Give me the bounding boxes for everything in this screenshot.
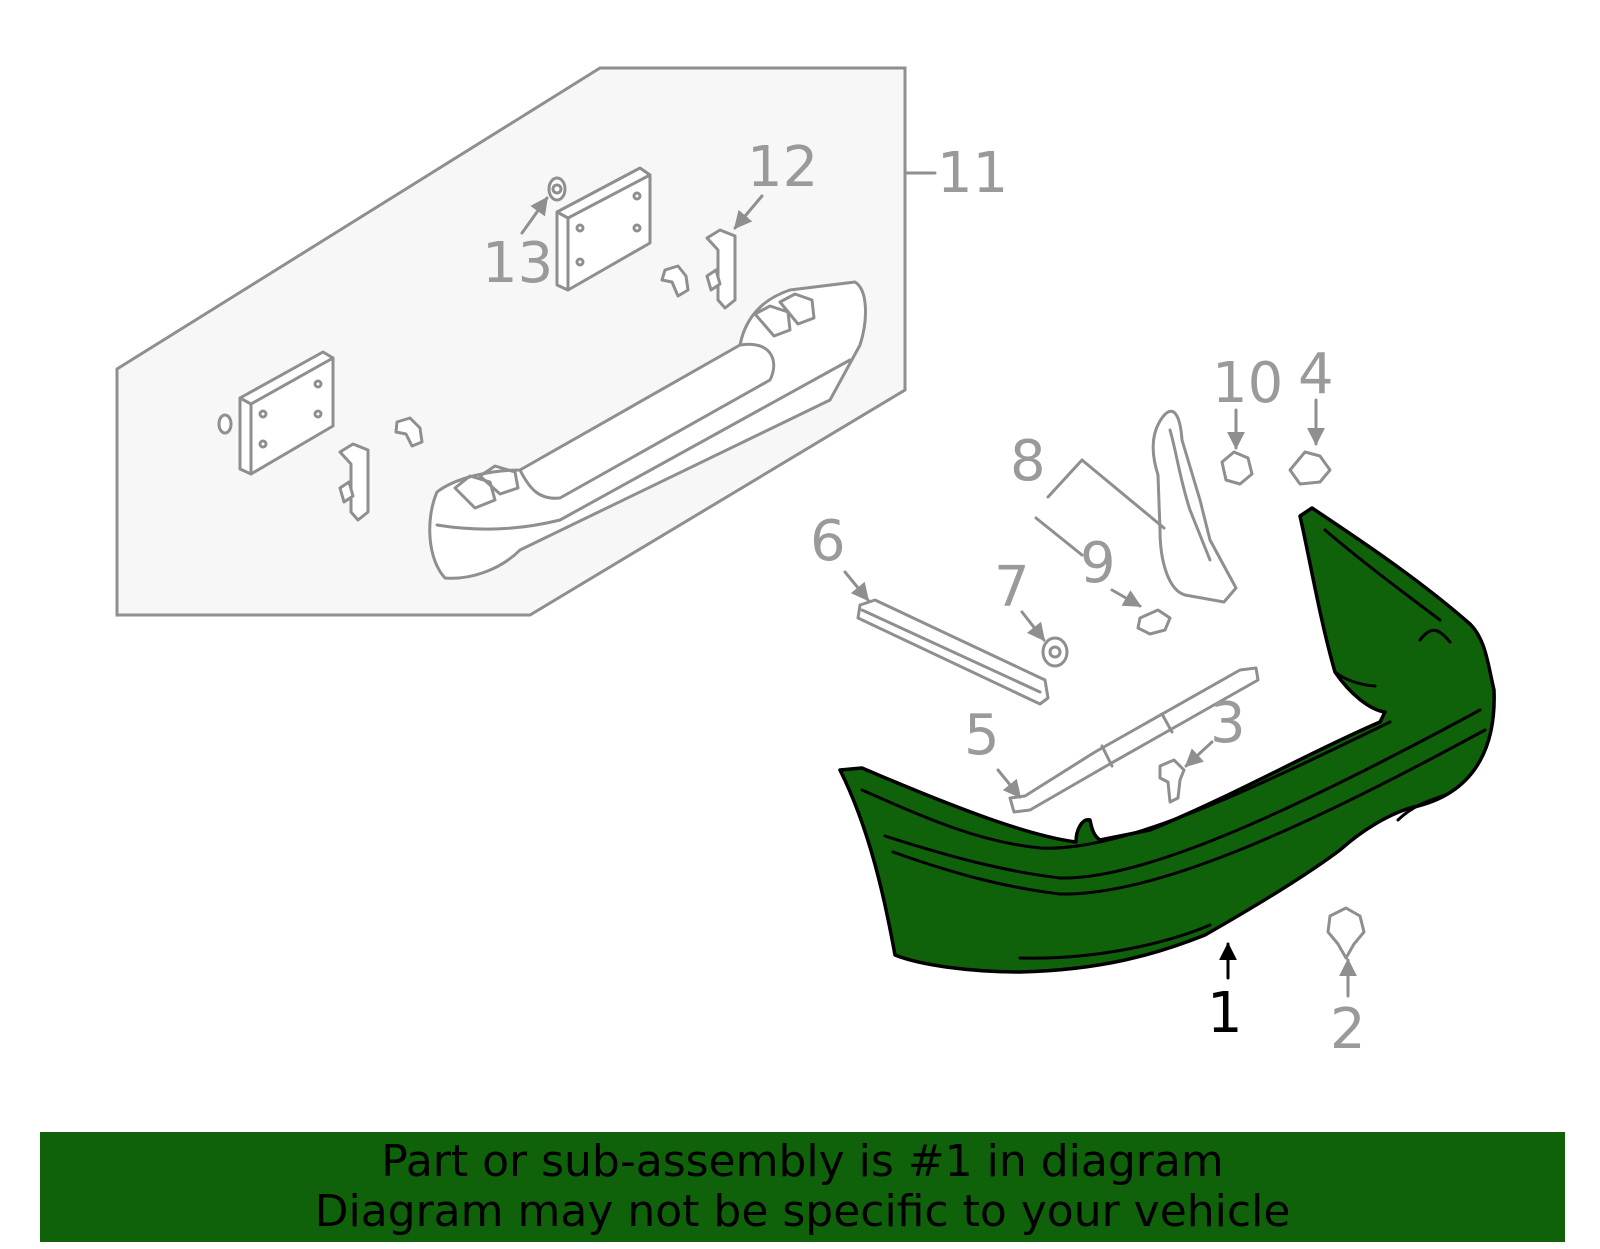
callout-3-label: 3 — [1210, 691, 1246, 756]
callout-3-arrow — [1184, 740, 1214, 768]
callout-13-arrow — [520, 196, 549, 235]
clip-4 — [1288, 450, 1332, 486]
nut-7 — [1041, 636, 1069, 668]
energy-absorber — [428, 280, 867, 580]
callout-7-label: 7 — [994, 555, 1030, 620]
callout-5-label: 5 — [964, 703, 1000, 768]
callout-8-9-leader — [1046, 458, 1166, 530]
callout-4-label: 4 — [1298, 342, 1334, 407]
bracket-plate-lower — [238, 350, 335, 476]
retainer-10 — [1220, 450, 1254, 486]
bumper-cover — [838, 506, 1496, 974]
bracket-bar-5 — [1008, 666, 1260, 814]
footer-line-1: Part or sub-assembly is #1 in diagram — [381, 1136, 1224, 1187]
callout-7-arrow — [1020, 610, 1046, 642]
push-pin-box-lower — [394, 416, 424, 448]
callout-5-arrow — [996, 768, 1022, 799]
footer-banner: Part or sub-assembly is #1 in diagram Di… — [40, 1132, 1565, 1242]
subassembly-box — [115, 66, 907, 617]
side-bracket-12 — [705, 228, 737, 310]
callout-9-arrow — [1110, 588, 1142, 608]
bracket-plate-upper — [555, 166, 652, 292]
callout-2-label: 2 — [1330, 997, 1366, 1062]
nut-13 — [547, 176, 567, 202]
callout-8-9-leader-b — [1034, 516, 1084, 557]
callout-6-arrow — [843, 570, 870, 602]
side-bracket-8 — [1151, 409, 1238, 604]
clip-2 — [1326, 906, 1366, 960]
callout-12-label: 12 — [747, 135, 818, 200]
clip-9 — [1136, 608, 1172, 636]
small-clip-box — [217, 413, 233, 435]
side-bracket-lower — [338, 442, 370, 522]
reinforcement-bar-6 — [856, 598, 1050, 706]
footer-line-2: Diagram may not be specific to your vehi… — [314, 1186, 1291, 1237]
callout-11-label: 11 — [937, 141, 1008, 206]
bolt-3 — [1158, 758, 1186, 804]
push-pin-box-upper — [660, 264, 690, 298]
callout-9-label: 9 — [1080, 531, 1116, 596]
callout-1-label: 1 — [1207, 981, 1243, 1046]
callout-10-label: 10 — [1212, 351, 1283, 416]
callout-12-arrow — [733, 194, 764, 230]
callout-8-label: 8 — [1010, 429, 1046, 494]
callout-13-label: 13 — [482, 231, 553, 296]
callout-6-label: 6 — [810, 509, 846, 574]
